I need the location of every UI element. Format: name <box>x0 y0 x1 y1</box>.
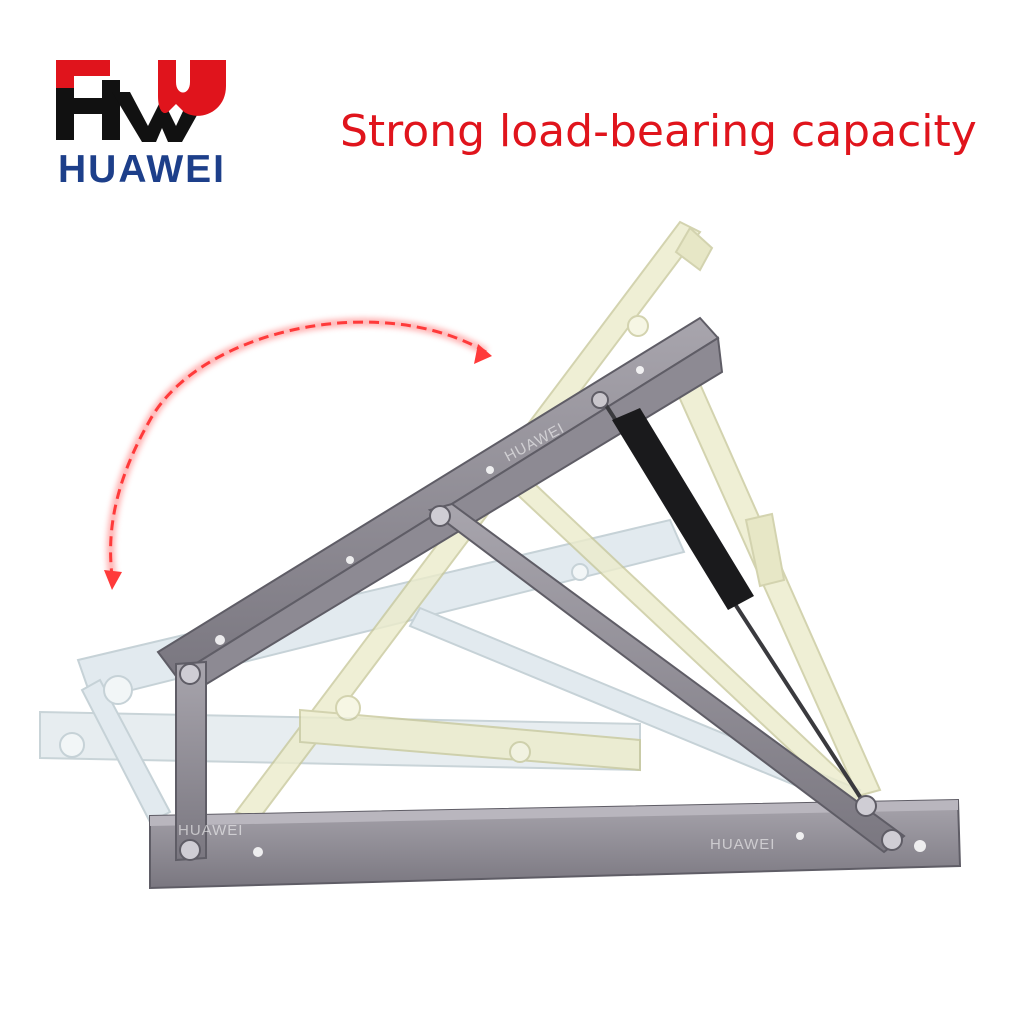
watermark-left: HUAWEI <box>178 822 244 839</box>
headline: Strong load-bearing capacity <box>340 106 977 157</box>
brand-name: HUAWEI <box>58 148 226 191</box>
watermark-right: HUAWEI <box>710 836 776 853</box>
brand-logo: HUAWEI <box>50 52 240 192</box>
gas-spring-icon <box>591 391 868 808</box>
main-mechanism <box>149 316 962 890</box>
hw-logo-icon <box>56 60 226 142</box>
curved-arrow-icon <box>104 318 492 590</box>
